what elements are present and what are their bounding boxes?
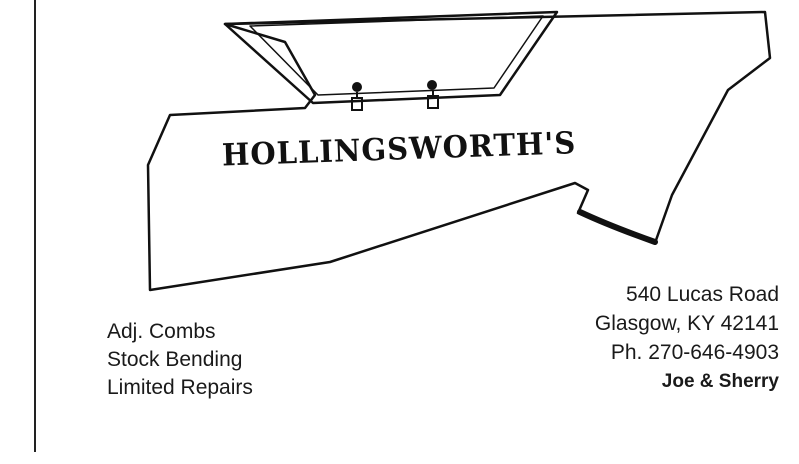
street-address: 540 Lucas Road [626, 283, 779, 306]
service-item-stock-bending: Stock Bending [107, 348, 243, 371]
services-list: Adj. Combs Stock Bending Limited Repairs [107, 318, 253, 402]
service-item-combs: Adj. Combs [107, 320, 216, 343]
service-item-repairs: Limited Repairs [107, 376, 253, 399]
owner-names: Joe & Sherry [661, 371, 779, 392]
card-edge-line [34, 0, 36, 452]
contact-block: 540 Lucas Road Glasgow, KY 42141 Ph. 270… [595, 280, 779, 396]
city-state-zip: Glasgow, KY 42141 [594, 312, 779, 335]
phone-number: Ph. 270-646-4903 [610, 341, 779, 364]
